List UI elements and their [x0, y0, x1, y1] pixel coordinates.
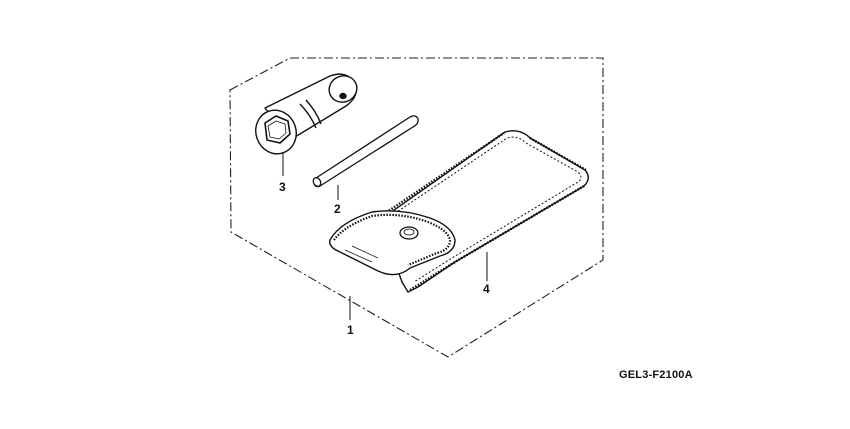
callout-part-2: 2	[334, 202, 341, 216]
callout-part-4: 4	[483, 282, 490, 296]
tool-bag-icon	[329, 130, 589, 293]
handle-bar-icon	[312, 115, 419, 188]
drawing-code: GEL3-F2100A	[619, 369, 693, 381]
spark-plug-wrench-icon	[255, 73, 358, 155]
callout-part-1: 1	[347, 323, 354, 337]
leader-lines	[282, 152, 488, 320]
callout-part-3: 3	[279, 180, 286, 194]
tool-kit-boundary	[229, 57, 604, 358]
